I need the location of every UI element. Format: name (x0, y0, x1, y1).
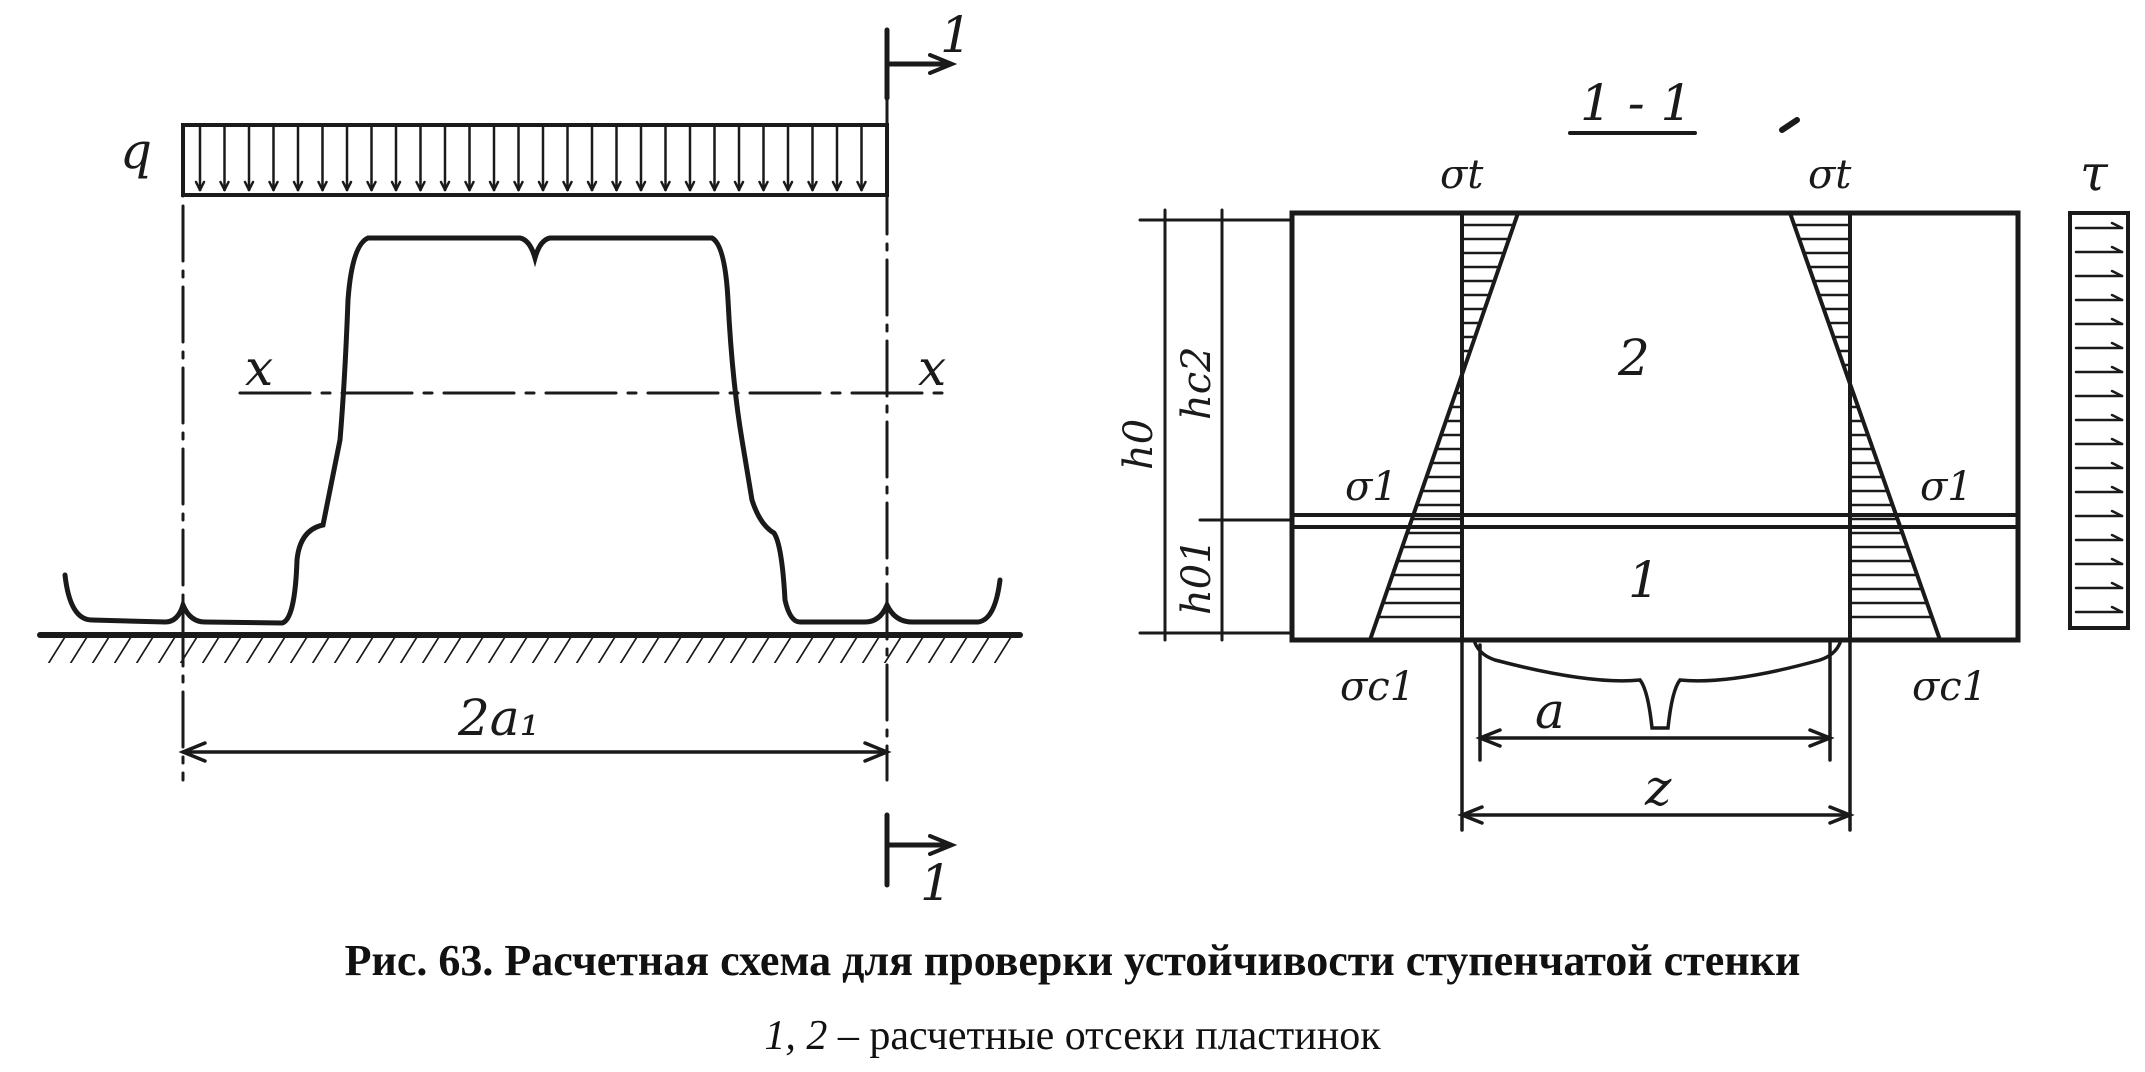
section-number-top: 1 (940, 6, 972, 64)
tau-arrow-head (2110, 437, 2124, 446)
dimension-a (1475, 638, 1835, 762)
tau-arrow-head (2110, 341, 2124, 350)
dimension-z (1457, 638, 1855, 832)
tau-arrow-head (2110, 365, 2124, 374)
height-upper-label: hc2 (1174, 346, 1220, 420)
tau-arrow-head (2110, 245, 2124, 254)
profile-outline (62, 235, 1003, 626)
load-arrow-head (541, 180, 549, 192)
tau-arrow-head (2110, 533, 2124, 542)
stress-line-right (1788, 211, 1942, 642)
sigma-1-left: σ1 (1345, 464, 1398, 510)
load-arrow-head (247, 180, 255, 192)
height-dimensions (1138, 208, 1294, 642)
tau-arrow-head (2110, 581, 2124, 590)
tau-arrow-head (2110, 485, 2124, 494)
tau-arrow-head (2110, 509, 2124, 518)
sigma-1-right: σ1 (1920, 464, 1973, 510)
tau-arrow-head (2110, 461, 2124, 470)
load-arrow-head (492, 180, 500, 192)
tau-arrow-head (2110, 293, 2124, 302)
load-arrow-head (835, 180, 843, 192)
panel-number-lower: 1 (1628, 551, 1660, 609)
figure-subcaption: 1, 2 – расчетные отсеки пластинок (0, 1012, 2145, 1060)
load-arrow-head (321, 180, 328, 192)
load-arrow-head (713, 180, 720, 192)
load-arrow-head (786, 180, 794, 192)
height-total-label: h0 (1116, 419, 1162, 470)
load-arrow-head (566, 180, 573, 192)
height-lower-label: h01 (1174, 538, 1220, 615)
section-title: 1 - 1 (1580, 74, 1692, 132)
load-arrow-head (443, 180, 451, 192)
sigma-c1-left: σc1 (1340, 664, 1415, 710)
load-arrow-head (590, 180, 598, 192)
axis-label-left: x (245, 339, 273, 397)
ground-hatching (45, 635, 1015, 663)
design-diagram: q x x 2a₁ 1 1 (37, 6, 2130, 912)
load-arrow-head (223, 180, 230, 192)
ink-mark (1779, 117, 1800, 133)
load-arrow-head (517, 180, 524, 192)
load-arrow-head (370, 180, 377, 192)
web-bottom-profile (1473, 641, 1842, 730)
stress-line-left (1368, 211, 1520, 642)
sigma-t-left: σt (1440, 152, 1484, 198)
load-arrow-head (639, 180, 647, 192)
dimension-a-label: a (1535, 682, 1565, 740)
tau-arrow-head (2110, 317, 2124, 326)
section-mark-bottom (884, 812, 958, 888)
span-label: 2a₁ (457, 689, 540, 747)
load-label: q (120, 122, 152, 180)
load-arrow-head (860, 180, 867, 192)
subcaption-numbers: 1, 2 (764, 1013, 828, 1059)
load-arrow-head (811, 180, 818, 192)
left-view (37, 27, 1023, 888)
span-dimension (178, 741, 892, 763)
section-mark-top (884, 27, 958, 101)
load-arrow-head (394, 180, 402, 192)
load-arrow-head (272, 180, 279, 192)
load-arrow-head (615, 180, 622, 192)
load-arrow-head (419, 180, 426, 192)
tau-arrow-head (2110, 389, 2124, 398)
tau-arrow-head (2110, 221, 2124, 230)
tau-arrow-head (2110, 269, 2124, 278)
dimension-z-label: z (1644, 759, 1672, 817)
load-arrow-head (762, 180, 769, 192)
shear-stress-diagram (2068, 211, 2130, 630)
load-arrow-head (688, 180, 696, 192)
tau-arrow-head (2110, 605, 2124, 614)
tau-arrow-head (2110, 557, 2124, 566)
subcaption-text: – расчетные отсеки пластинок (827, 1013, 1381, 1059)
figure-caption: Рис. 63. Расчетная схема для проверки ус… (344, 936, 1801, 985)
load-arrow-head (737, 180, 745, 192)
axis-label-right: x (918, 339, 946, 397)
sigma-t-right: σt (1808, 152, 1852, 198)
section-number-bottom: 1 (920, 854, 952, 912)
load-arrow-head (198, 180, 206, 192)
distributed-load (181, 123, 889, 197)
tau-label: τ (2080, 144, 2109, 202)
load-arrow-head (296, 180, 304, 192)
load-arrow-head (468, 180, 475, 192)
right-view (1138, 117, 2130, 832)
tau-arrow-head (2110, 413, 2124, 422)
load-arrow-head (664, 180, 671, 192)
panel-number-upper: 2 (1617, 329, 1650, 387)
section-outline (1289, 210, 2021, 643)
sigma-c1-right: σc1 (1912, 664, 1987, 710)
load-arrow-head (345, 180, 353, 192)
